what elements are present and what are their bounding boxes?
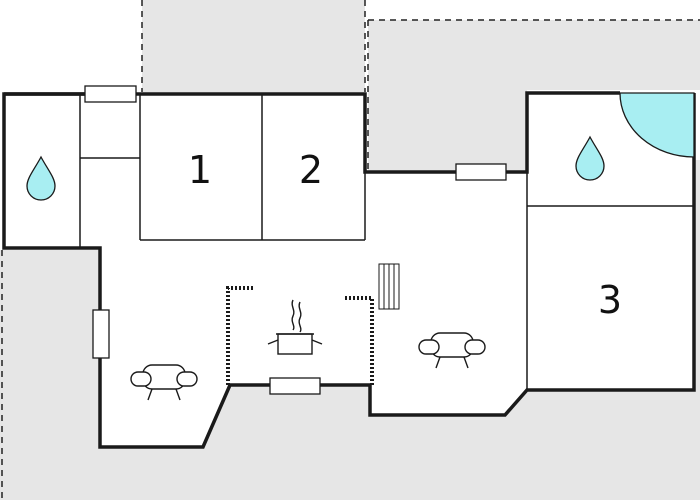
window-icon	[455, 163, 507, 181]
window-icon	[269, 377, 321, 395]
armchair-icon	[130, 364, 198, 401]
terrace-top-right	[368, 20, 700, 172]
wall-top-right	[506, 91, 620, 174]
kitchen-partition	[226, 286, 374, 385]
window-icon	[92, 309, 110, 359]
room-label-1: 1	[188, 148, 212, 192]
water-drop-icon	[575, 135, 605, 181]
room-label-2: 2	[299, 148, 323, 192]
cooking-pot-icon	[267, 299, 323, 355]
wall-top-left	[2, 92, 102, 310]
windows	[84, 85, 507, 395]
window-icon	[84, 85, 137, 103]
kitchen-partition-right	[345, 296, 374, 385]
wall-left-lower	[98, 358, 270, 449]
terrace-top-left	[142, 0, 365, 95]
shower-icon	[619, 92, 695, 158]
radiator-icon	[378, 263, 400, 310]
house-floor	[4, 93, 694, 447]
terrace-bottom	[0, 250, 700, 500]
kitchen-partition-left	[226, 286, 253, 385]
armchair-icon	[418, 332, 486, 369]
terrace-right-bottom	[695, 160, 700, 390]
room-label-3: 3	[598, 278, 622, 322]
wall-top-mid	[136, 92, 456, 174]
water-drop-icon	[26, 155, 56, 201]
interior-walls	[79, 94, 694, 390]
